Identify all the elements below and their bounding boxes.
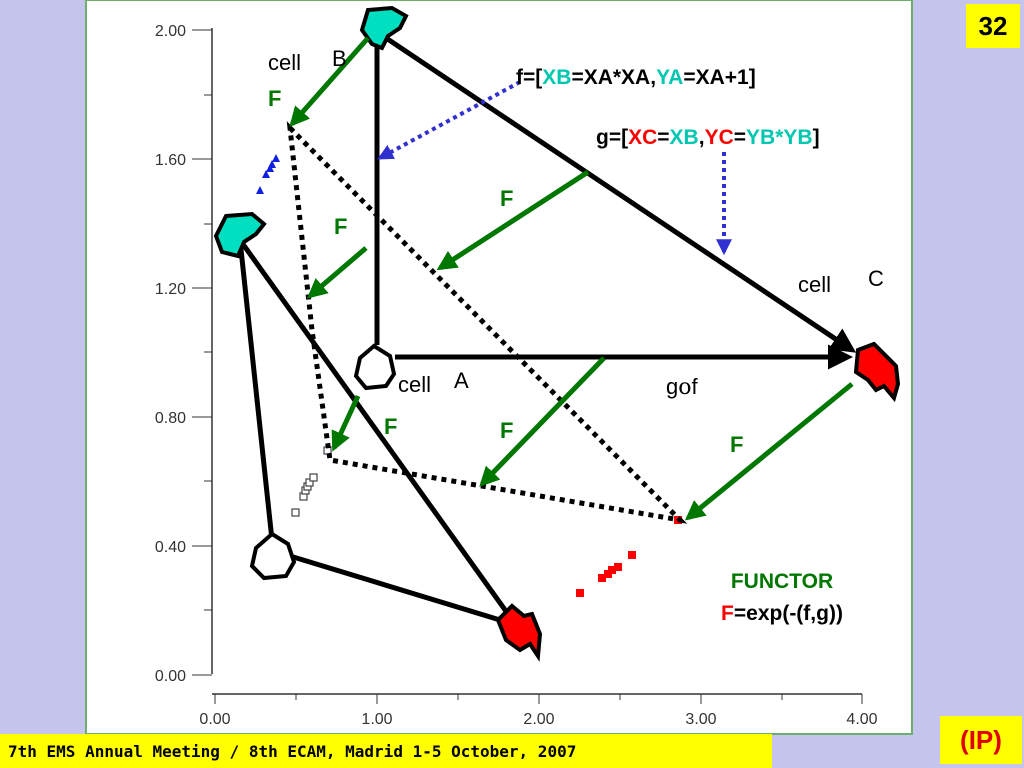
functor-expr: =exp(-(f,g)) — [734, 602, 843, 625]
formula-g-eq2: = — [734, 126, 746, 149]
y-tick-label: 0.00 — [155, 668, 186, 685]
functor-F: F — [721, 602, 734, 625]
cell-a-prime-shape — [249, 531, 297, 581]
morphism-lines — [237, 31, 857, 623]
functor-definition: F=exp(-(f,g)) — [721, 602, 843, 625]
composition-label: gof — [666, 374, 699, 400]
cell-a-shape — [353, 343, 397, 391]
blue-triangle-markers — [256, 154, 280, 194]
page-number-badge: 32 — [966, 4, 1020, 48]
y-tick-label: 1.20 — [155, 281, 186, 298]
formula-f-ya: YA — [656, 66, 683, 89]
cell-c-shape — [853, 341, 901, 403]
formula-g-xc: XC — [628, 126, 657, 149]
functor-label: F — [500, 186, 513, 211]
formula-g-xb: XB — [670, 126, 699, 149]
formula-pointers — [377, 80, 732, 256]
formula-f-suffix: =XA+1] — [683, 66, 755, 89]
x-axis — [212, 693, 863, 704]
cell-b-letter: B — [332, 46, 347, 71]
functor-arrows — [289, 36, 854, 521]
formula-g-suffix: ] — [813, 126, 820, 149]
plot-panel — [85, 0, 913, 735]
formula-f-prefix: f=[ — [516, 66, 542, 89]
x-tick-label: 3.00 — [685, 711, 716, 728]
formula-f-mid: =XA*XA, — [571, 66, 656, 89]
x-tick-label: 4.00 — [846, 711, 877, 728]
formula-f: f=[XB=XA*XA,YA=XA+1] — [516, 66, 756, 89]
x-tick-label: 1.00 — [361, 711, 392, 728]
y-axis — [192, 28, 213, 676]
cell-b-shape — [359, 5, 409, 51]
cell-b-word: cell — [268, 50, 301, 75]
formula-g-eq1: = — [657, 126, 669, 149]
y-tick-label: 0.80 — [155, 410, 186, 427]
functor-label: F — [384, 414, 397, 439]
formula-g-yc: YC — [705, 126, 734, 149]
formula-g-ybyb: YB*YB — [746, 126, 813, 149]
cell-b-prime-shape — [213, 211, 267, 259]
gof-o: o — [678, 375, 691, 400]
functor-label: F — [730, 432, 743, 457]
formula-g: g=[XC=XB,YC=YB*YB] — [596, 126, 820, 149]
formula-g-comma: , — [699, 126, 705, 149]
cell-c-prime-shape — [495, 603, 543, 662]
cell-a-letter: A — [454, 368, 469, 393]
functor-label: F — [334, 214, 347, 239]
y-tick-label: 2.00 — [155, 23, 186, 40]
cell-c-word: cell — [798, 272, 831, 297]
x-tick-label: 0.00 — [199, 711, 230, 728]
cell-a-word: cell — [398, 372, 431, 397]
ip-badge: (IP) — [940, 716, 1022, 764]
formula-g-prefix: g=[ — [596, 126, 628, 149]
functor-title: FUNCTOR — [731, 570, 833, 593]
gof-f: f — [692, 374, 699, 399]
functor-label: F — [268, 86, 281, 111]
gof-g: g — [666, 374, 678, 399]
x-tick-label: 2.00 — [523, 711, 554, 728]
footer-banner: 7th EMS Annual Meeting / 8th ECAM, Madri… — [0, 734, 772, 768]
y-tick-label: 1.60 — [155, 152, 186, 169]
open-square-markers — [291, 446, 332, 517]
y-tick-label: 0.40 — [155, 539, 186, 556]
formula-f-xb: XB — [542, 66, 571, 89]
functor-label: F — [500, 418, 513, 443]
cell-c-letter: C — [868, 266, 884, 291]
